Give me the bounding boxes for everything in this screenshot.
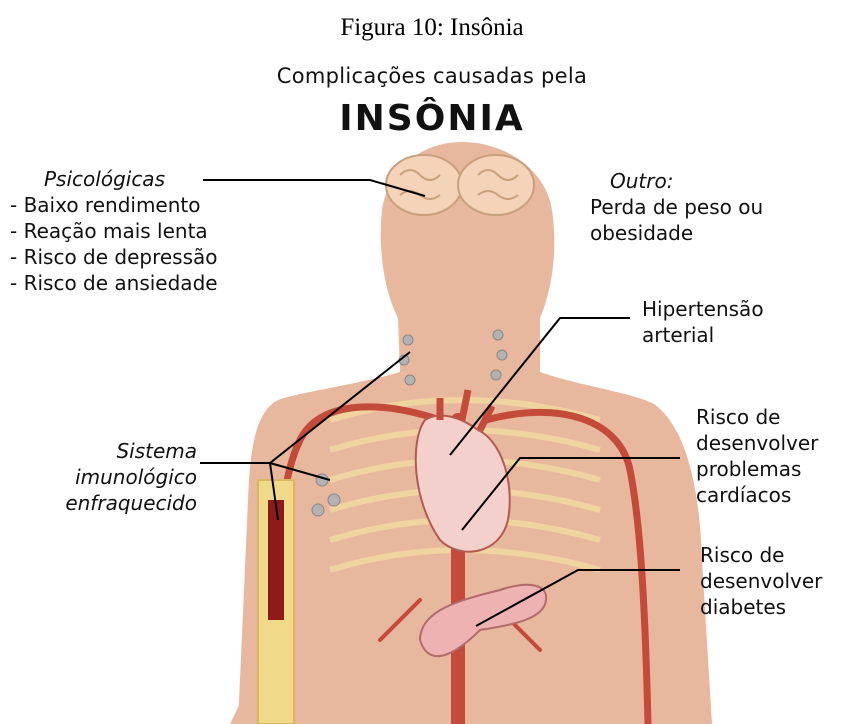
diabetes-line: Risco de: [700, 542, 822, 568]
figure-caption: Figura 10: Insônia: [0, 14, 864, 42]
cardiac-line: cardíacos: [696, 482, 818, 508]
immune-line: enfraquecido: [32, 490, 197, 516]
psych-label-block: Psicológicas Baixo rendimento Reação mai…: [44, 166, 218, 296]
diabetes-label: Risco de desenvolver diabetes: [700, 542, 822, 620]
other-heading: Outro:: [610, 168, 763, 194]
psych-item: Risco de ansiedade: [10, 270, 218, 296]
immune-line: imunológico: [32, 464, 197, 490]
other-line: Perda de peso ou: [590, 194, 763, 220]
cardiac-line: desenvolver: [696, 430, 818, 456]
psych-heading: Psicológicas: [44, 166, 218, 192]
cardiac-label: Risco de desenvolver problemas cardíacos: [696, 404, 818, 508]
hypertension-label: Hipertensão arterial: [642, 296, 764, 348]
immune-line: Sistema: [32, 438, 197, 464]
diagram-subtitle: Complicações causadas pela: [0, 64, 864, 88]
left-arm-bone: [258, 480, 294, 724]
psych-item: Reação mais lenta: [10, 218, 218, 244]
psych-list: Baixo rendimento Reação mais lenta Risco…: [10, 192, 218, 296]
hypertension-line: arterial: [642, 322, 764, 348]
hypertension-line: Hipertensão: [642, 296, 764, 322]
other-line: obesidade: [590, 220, 763, 246]
diagram-title: INSÔNIA: [0, 98, 864, 139]
psych-item: Risco de depressão: [10, 244, 218, 270]
immune-label: Sistema imunológico enfraquecido: [32, 438, 197, 516]
diabetes-line: desenvolver: [700, 568, 822, 594]
cardiac-line: problemas: [696, 456, 818, 482]
cardiac-line: Risco de: [696, 404, 818, 430]
psych-item: Baixo rendimento: [10, 192, 218, 218]
other-label-block: Outro: Perda de peso ou obesidade: [590, 168, 763, 246]
diabetes-line: diabetes: [700, 594, 822, 620]
